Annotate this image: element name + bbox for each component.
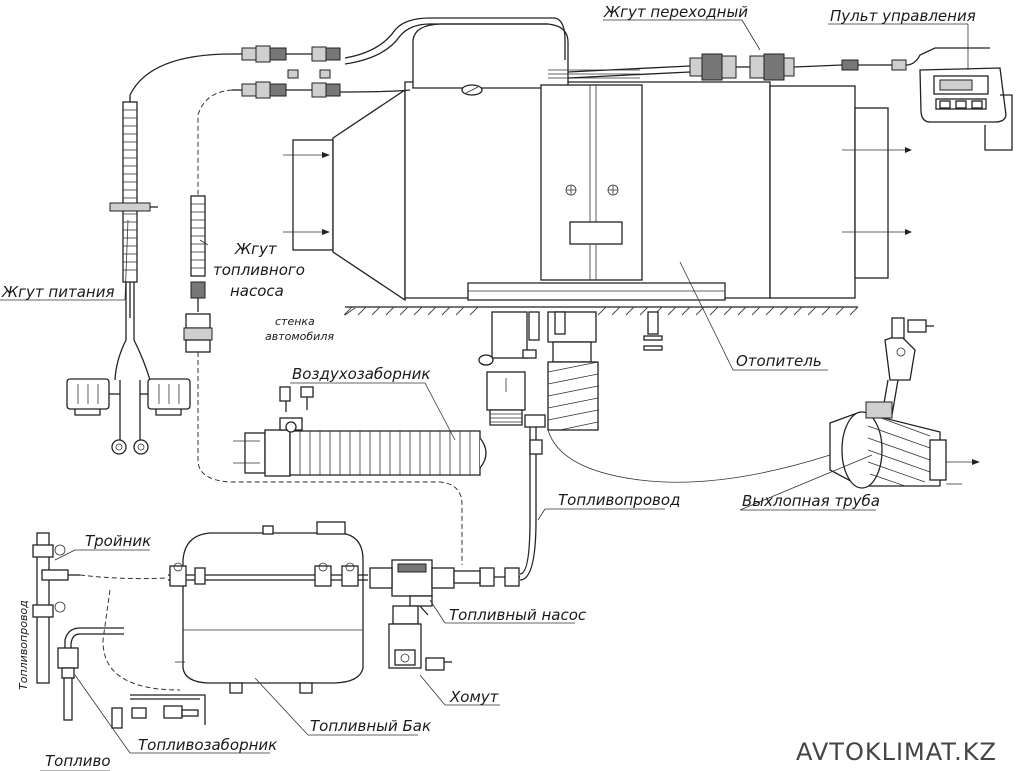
label-fuel-intake: Топливозаборник [138, 736, 277, 754]
label-tee: Тройник [85, 532, 151, 550]
label-exhaust-pipe: Выхлопная труба [742, 492, 880, 510]
label-heater: Отопитель [736, 352, 822, 370]
label-control-panel: Пульт управления [830, 7, 976, 25]
adapter-harness [689, 47, 990, 81]
fuel-line [479, 414, 546, 587]
fuel-pump [369, 559, 481, 616]
label-pump-harness-line1: Жгут [234, 240, 278, 258]
fuel-pump-harness [183, 89, 463, 565]
label-fuel: Топливо [45, 752, 111, 770]
car-wall [343, 306, 859, 316]
label-fuel-line-vertical: Топливопровод [17, 600, 30, 690]
control-panel [919, 67, 1013, 151]
power-harness [66, 53, 233, 455]
exhaust-pipe [547, 317, 980, 489]
label-harness-adapter: Жгут переходный [603, 3, 748, 21]
watermark: AVTOKLIMAT.KZ [796, 738, 997, 766]
clamp [388, 605, 452, 671]
tee-fitting [32, 532, 181, 691]
top-cables [337, 17, 691, 93]
air-intake [233, 371, 526, 477]
label-pump-harness-line3: насоса [230, 282, 284, 300]
label-fuel-tank: Топливный Бак [310, 717, 431, 735]
label-fuel-pump: Топливный насос [449, 606, 587, 624]
label-car-wall-line1: стенка [275, 315, 315, 328]
label-air-intake: Воздухозаборник [292, 365, 430, 383]
label-power-harness: Жгут питания [1, 283, 115, 301]
heater [283, 23, 912, 366]
fuel-intake [57, 627, 206, 729]
fuel-tank [168, 521, 368, 694]
leader-lines [0, 19, 969, 771]
label-car-wall-line2: автомобиля [265, 330, 334, 343]
label-clamp: Хомут [449, 688, 500, 706]
label-pump-harness-line2: топливного [213, 261, 305, 279]
connector-group-top-left [232, 45, 341, 99]
label-fuel-line: Топливопровод [558, 491, 680, 509]
